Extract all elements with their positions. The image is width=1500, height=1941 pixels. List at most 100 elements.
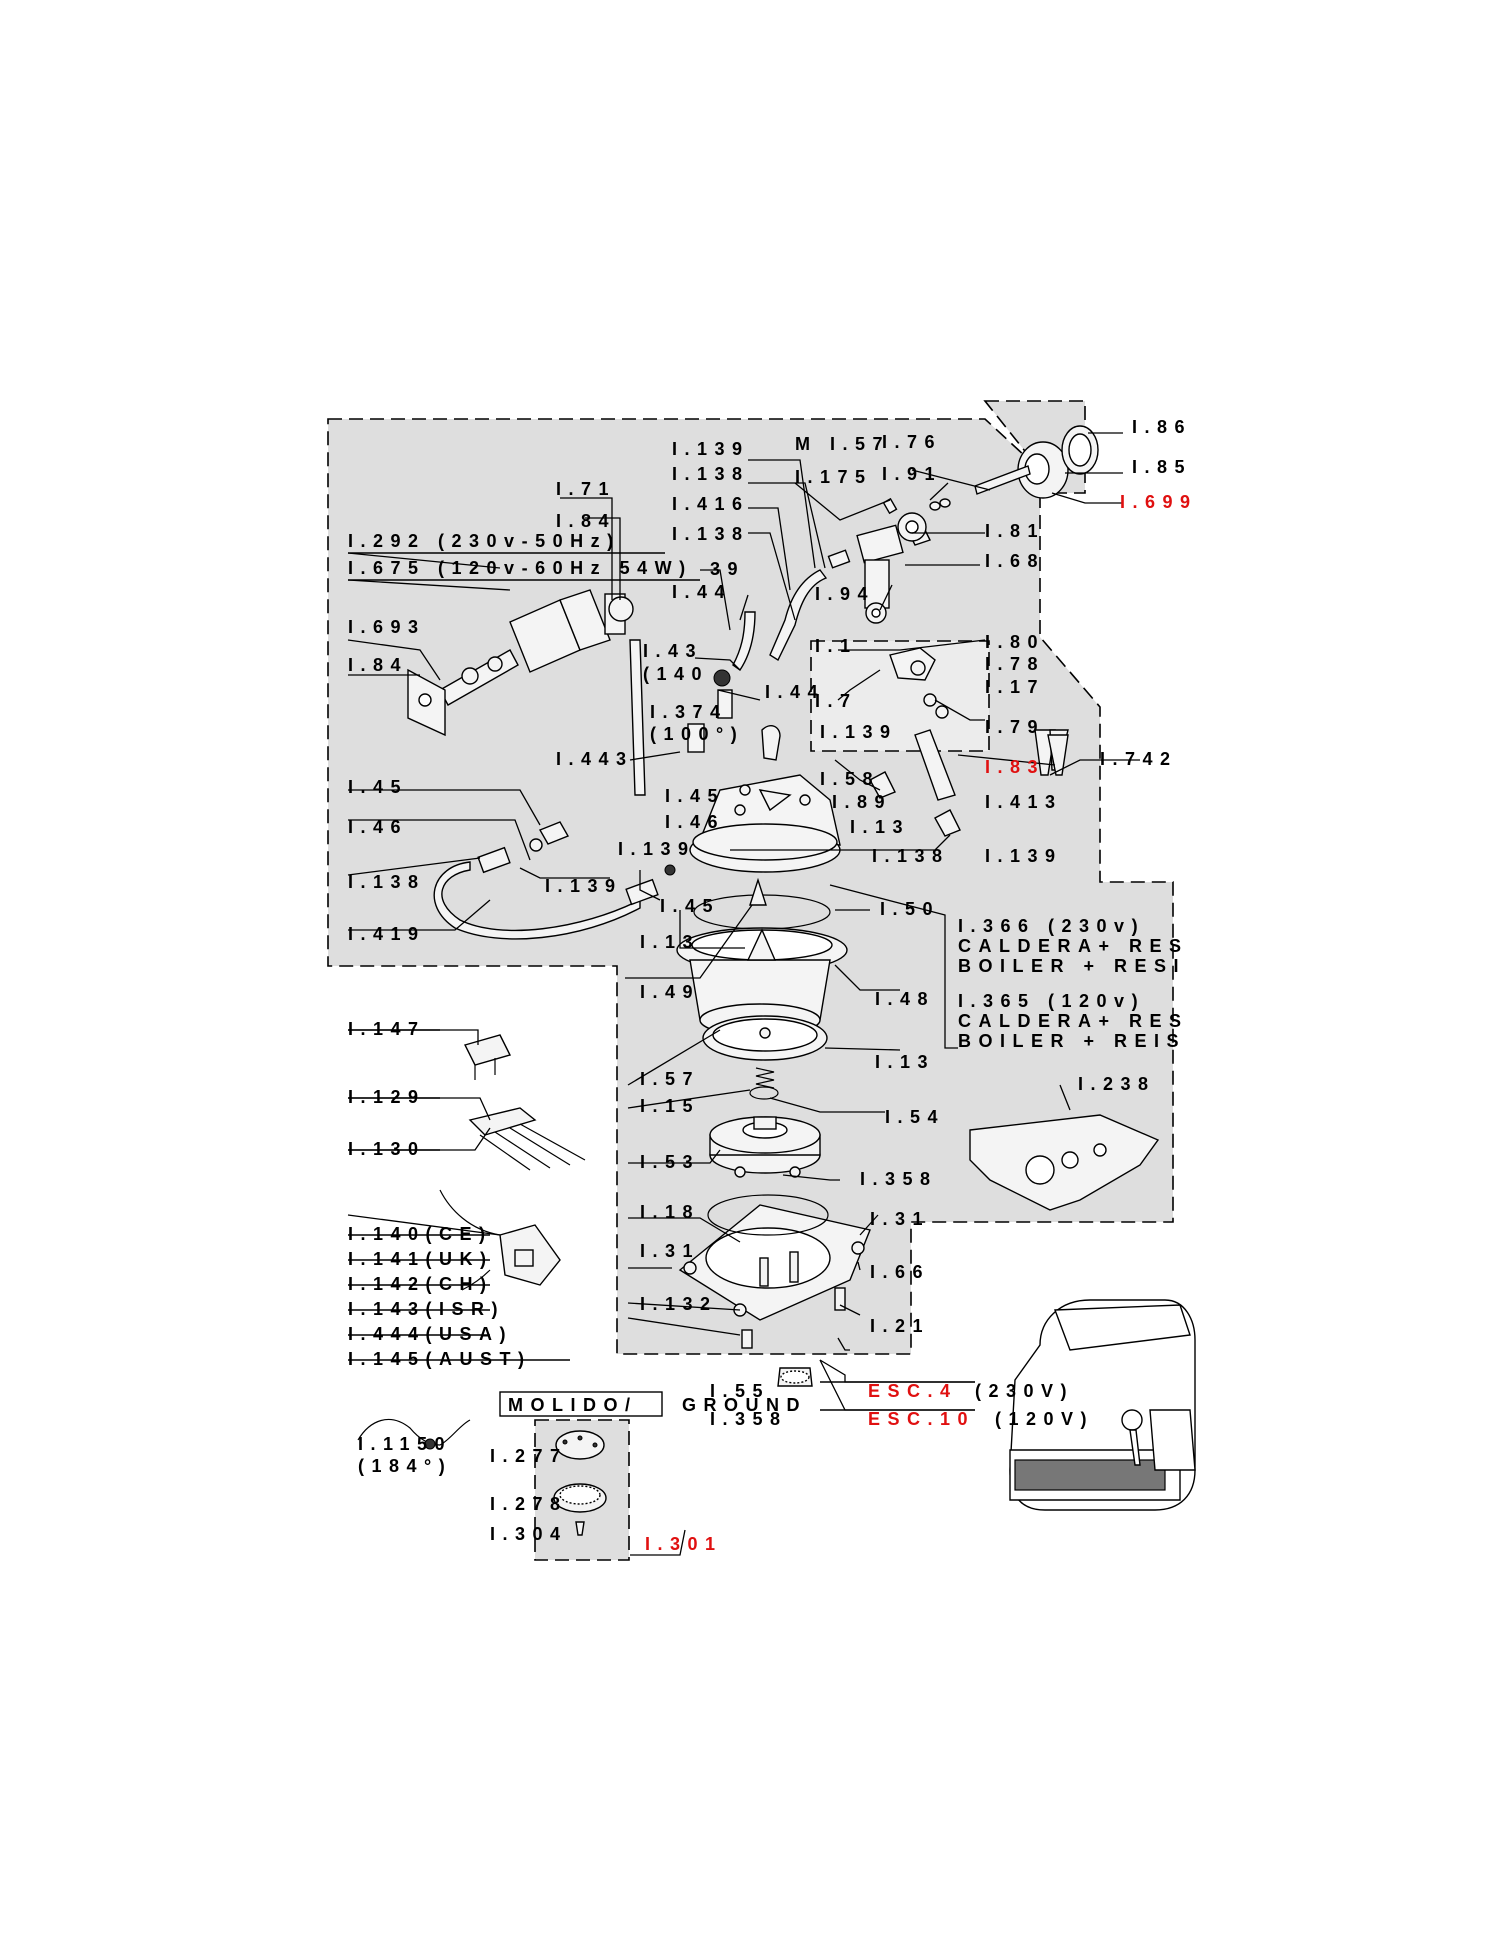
label-i13-b: I.13: [640, 932, 700, 952]
label-i139-e: I.139: [545, 876, 623, 896]
label-i143-isr: I.143(ISR): [348, 1299, 505, 1319]
label-i138-b: I.138: [672, 524, 750, 544]
label-i277: I.277: [490, 1446, 568, 1466]
connector: [468, 1107, 586, 1171]
ground-coffee-parts: [553, 1367, 813, 1536]
label-i43: I.43: [643, 641, 703, 661]
label-i80: I.80: [985, 632, 1045, 652]
label-i50: I.50: [880, 899, 940, 919]
label-i139-c: I.139: [618, 839, 696, 859]
label-i132: I.132: [640, 1294, 718, 1314]
label-i44-a: I.44: [672, 582, 732, 602]
thermostats: [687, 669, 781, 761]
label-i44-b: I.44: [765, 682, 825, 702]
label-i57: I.57: [640, 1069, 700, 1089]
label-i145-aust: I.145(AUST): [348, 1349, 532, 1369]
label-i675: I.675 (120v-60Hz 54W): [348, 558, 693, 578]
label-i84-a: I.84: [556, 511, 616, 531]
label-i1150: I.1150: [358, 1434, 452, 1454]
label-boiler-1: BOILER + RESI: [958, 956, 1186, 976]
steam-tube: [914, 729, 956, 801]
label-i53: I.53: [640, 1152, 700, 1172]
label-i304: I.304: [490, 1524, 568, 1544]
label-caldera-1: CALDERA+ RES: [958, 936, 1189, 956]
water-hose: [433, 861, 641, 940]
label-i1: I.1: [815, 636, 858, 656]
label-i175: I.175: [795, 467, 873, 487]
label-i141-uk: I.141(UK): [348, 1249, 494, 1269]
label-i86: I.86: [1132, 417, 1192, 437]
label-i139-b: I.139: [820, 722, 898, 742]
label-i94: I.94: [815, 584, 875, 604]
label-i18: I.18: [640, 1202, 700, 1222]
o-ring: [749, 1086, 779, 1100]
filter-shower-plate: [702, 1015, 828, 1061]
label-i140-ce: I.140(CE): [348, 1224, 493, 1244]
label-molido: MOLIDO/: [508, 1395, 638, 1415]
label-i130: I.130: [348, 1139, 426, 1159]
label-i693: I.693: [348, 617, 426, 637]
label-i45-c: I.45: [660, 896, 720, 916]
label-i58: I.58: [820, 769, 880, 789]
label-i71: I.71: [556, 479, 616, 499]
label-i416: I.416: [672, 494, 750, 514]
label-i366: I.366 (230v): [958, 916, 1145, 936]
label-i129: I.129: [348, 1087, 426, 1107]
label-i374: I.374: [650, 702, 728, 722]
label-39: 39: [710, 559, 745, 579]
label-i365: I.365 (120v): [958, 991, 1145, 1011]
label-i54: I.54: [885, 1107, 945, 1127]
label-underlines: [348, 552, 975, 1411]
label-caldera-2: CALDERA+ RES: [958, 1011, 1189, 1031]
label-i444-usa: I.444(USA): [348, 1324, 513, 1344]
label-i83: I.83: [985, 757, 1045, 777]
part-labels: I.86 I.85 I.699 M I.57 I.76 I.139 I.138 …: [348, 417, 1198, 1554]
steam-valve-body: [827, 497, 951, 624]
group-gasket-plate: [678, 1194, 871, 1349]
base-plate: [969, 1114, 1160, 1211]
steam-tube-fittings: [889, 647, 949, 719]
label-i46-b: I.46: [665, 812, 725, 832]
label-i443: I.443: [556, 749, 634, 769]
label-100-deg: (100°): [650, 724, 744, 744]
label-i45-a: I.45: [348, 777, 408, 797]
label-i13-c: I.13: [875, 1052, 935, 1072]
label-i45-b: I.45: [665, 786, 725, 806]
steam-knob-assembly: [974, 425, 1099, 499]
solenoid-valve: [407, 589, 634, 737]
label-i76: I.76: [882, 432, 942, 452]
thermal-fuse: [357, 1418, 471, 1450]
group-head: [709, 1116, 821, 1178]
nozzle-sleeve: [1047, 734, 1069, 776]
hose-fittings: [477, 771, 961, 906]
label-i742: I.742: [1100, 749, 1178, 769]
label-i278: I.278: [490, 1494, 568, 1514]
label-i142-ch: I.142(CH): [348, 1274, 494, 1294]
label-i139-d: I.139: [985, 846, 1063, 866]
power-cord-plug: [439, 1189, 561, 1291]
label-ground: GROUND: [682, 1395, 807, 1415]
leader-lines: [347, 432, 1140, 1556]
label-i17: I.17: [985, 677, 1045, 697]
label-i358-b: I.358: [710, 1409, 788, 1429]
label-esc4: ESC.4: [868, 1381, 958, 1401]
label-i89: I.89: [832, 792, 892, 812]
label-i81: I.81: [985, 521, 1045, 541]
label-i138-d: I.138: [348, 872, 426, 892]
label-i49: I.49: [640, 982, 700, 1002]
label-i85: I.85: [1132, 457, 1192, 477]
label-i699: I.699: [1120, 492, 1198, 512]
label-i91: I.91: [882, 464, 942, 484]
label-i31-b: I.31: [640, 1241, 700, 1261]
steam-pipe: [769, 569, 828, 662]
label-i66: I.66: [870, 1262, 930, 1282]
label-i413: I.413: [985, 792, 1063, 812]
label-i138-a: I.138: [672, 464, 750, 484]
drain-tube: [629, 639, 646, 796]
label-i358-a: I.358: [860, 1169, 938, 1189]
spring: [755, 1067, 775, 1089]
label-i147: I.147: [348, 1019, 426, 1039]
label-i48: I.48: [875, 989, 935, 1009]
label-i55: I.55: [710, 1381, 770, 1401]
